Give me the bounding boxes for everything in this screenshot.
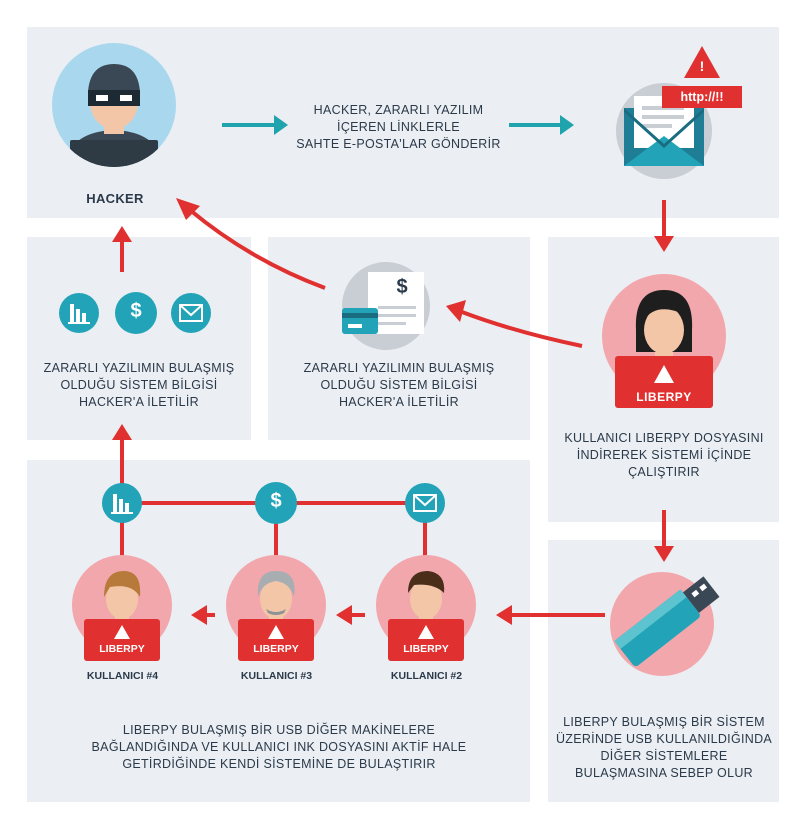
user3-laptop-label: LIBERPY [253, 643, 299, 655]
network-dollar-glyph: $ [270, 490, 282, 512]
info-left-text: ZARARLI YAZILIMIN BULAŞMIŞ OLDUĞU SİSTEM… [43, 361, 235, 409]
document-dollar-glyph: $ [396, 276, 408, 298]
mail-icon [171, 293, 211, 333]
user-text: KULLANICI LIBERPY DOSYASINI İNDİREREK Sİ… [564, 431, 764, 479]
arrow-user3-to-user4 [191, 605, 215, 625]
user2-laptop-label: LIBERPY [403, 643, 449, 655]
arrow-email-to-user [654, 200, 674, 252]
user-laptop-label: LIBERPY [636, 390, 692, 404]
panel-info-left [27, 237, 251, 440]
arrow-text-to-email [509, 115, 574, 135]
arrow-user-to-info [446, 300, 583, 348]
user3-avatar-icon [226, 555, 326, 661]
info-center-text: ZARARLI YAZILIMIN BULAŞMIŞ OLDUĞU SİSTEM… [303, 361, 495, 409]
hacker-icon [52, 43, 176, 167]
user3-name: KULLANICI #3 [240, 670, 313, 682]
arrow-hacker-to-text [222, 115, 288, 135]
email-url-badge: http://!! [680, 90, 724, 104]
document-money-icon [342, 262, 430, 350]
usb-drive-icon [610, 572, 720, 676]
user-woman-icon [602, 274, 726, 408]
dollar-icon [115, 292, 157, 334]
spread-text: LIBERPY BULAŞMIŞ BİR USB DİĞER MAKİNELER… [91, 723, 467, 771]
step1-text: HACKER, ZARARLI YAZILIM İÇEREN LİNKLERLE… [296, 103, 501, 151]
arrow-usb-to-user2 [496, 605, 605, 625]
user2-avatar-icon [376, 555, 476, 661]
email-warning-mark: ! [699, 58, 705, 74]
user4-avatar-icon [72, 555, 172, 661]
user4-name: KULLANICI #4 [86, 670, 159, 682]
network-mail-icon [405, 483, 445, 523]
arrow-user-to-usb [654, 510, 674, 562]
arrow-info-to-hacker [176, 198, 326, 290]
email-envelope-icon [616, 46, 742, 179]
hacker-label: HACKER [86, 191, 144, 206]
arrow-user2-to-user3 [336, 605, 365, 625]
usb-text: LIBERPY BULAŞMIŞ BİR SİSTEM ÜZERİNDE USB… [555, 715, 773, 780]
dollar-glyph: $ [130, 300, 142, 322]
chart-icon [59, 293, 99, 333]
arrow-infoleft-to-hacker [112, 226, 132, 272]
network-dollar-icon [255, 482, 297, 524]
network-chart-icon [102, 483, 142, 523]
user2-name: KULLANICI #2 [390, 670, 463, 682]
arrow-spread-to-infoleft [112, 424, 132, 488]
user4-laptop-label: LIBERPY [99, 643, 145, 655]
